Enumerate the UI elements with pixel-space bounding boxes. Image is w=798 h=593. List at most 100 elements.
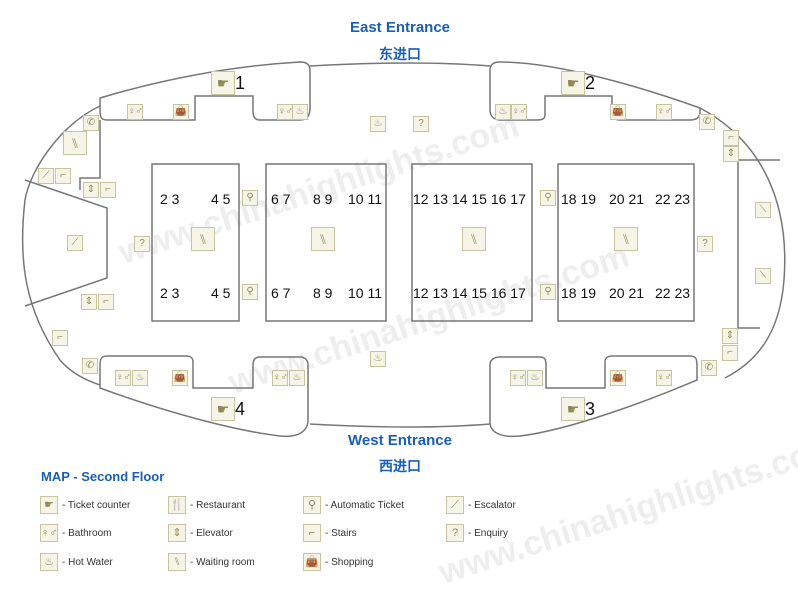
legend-label: - Shopping [325, 556, 374, 568]
enquiry-icon: ? [413, 116, 429, 132]
hot-water-icon: ♨ [40, 553, 58, 571]
west-entrance-label: West Entrance [348, 432, 452, 449]
ticket-counter-number: 4 [235, 399, 246, 419]
phone-icon: ✆ [701, 360, 717, 376]
bathroom-icon: ♀♂ [277, 104, 293, 120]
phone-icon: ✆ [83, 115, 99, 131]
bathroom-icon: ♀♂ [510, 370, 526, 386]
waiting-room-icon: ⑊ [311, 227, 335, 251]
gate-numbers: 8 9 [313, 191, 333, 207]
ticket-counter-icon: ☛ [211, 397, 235, 421]
waiting-room-icon: ⑊ [462, 227, 486, 251]
stairs-icon: ⌐ [98, 294, 114, 310]
hot-water-icon: ♨ [370, 351, 386, 367]
gate-numbers: 4 5 [211, 285, 231, 301]
bathroom-icon: ♀♂ [115, 370, 131, 386]
gate-numbers: 12 13 14 15 16 17 [413, 191, 526, 207]
legend-label: - Hot Water [62, 556, 113, 568]
gate-numbers: 22 23 [655, 191, 691, 207]
stairs-icon: ⌐ [52, 330, 68, 346]
elevator-icon: ⇕ [722, 328, 738, 344]
legend-label: - Escalator [468, 499, 516, 511]
ticket-counter-icon: ☛ [40, 496, 58, 514]
legend-label: - Elevator [190, 527, 233, 539]
escalator-icon: ⟋ [446, 496, 464, 514]
ticket-counter-icon: ☛ [561, 397, 585, 421]
legend-label: - Ticket counter [62, 499, 131, 511]
enquiry-icon: ? [134, 236, 150, 252]
gate-numbers: 18 19 [561, 191, 597, 207]
automatic-ticket-icon: ⚲ [540, 190, 556, 206]
gate-numbers: 10 11 [348, 285, 382, 301]
gate-numbers: 2 3 [160, 191, 180, 207]
phone-icon: ✆ [82, 358, 98, 374]
bathroom-icon: ♀♂ [656, 104, 672, 120]
legend-label: - Waiting room [190, 556, 255, 568]
bathroom-icon: ♀♂ [127, 104, 143, 120]
gate-numbers: 6 7 [271, 285, 291, 301]
enquiry-icon: ? [446, 524, 464, 542]
elevator-icon: ⇕ [168, 524, 186, 542]
legend-label: - Bathroom [62, 527, 112, 539]
escalator-icon: ⟍ [755, 268, 771, 284]
automatic-ticket-icon: ⚲ [303, 496, 321, 514]
bathroom-icon: ♀♂ [511, 104, 527, 120]
hot-water-icon: ♨ [495, 104, 511, 120]
gate-numbers: 6 7 [271, 191, 291, 207]
ticket-counter-number: 2 [585, 73, 596, 93]
gate-numbers: 22 23 [655, 285, 691, 301]
gate-numbers: 20 21 [609, 191, 645, 207]
legend-item: ⚲ - Automatic Ticket [303, 496, 404, 514]
stairs-icon: ⌐ [723, 130, 739, 146]
legend-item: 👜 - Shopping [303, 553, 373, 571]
bathroom-icon: ♀♂ [40, 524, 58, 542]
shopping-icon: 👜 [172, 370, 188, 386]
waiting-room-icon: ⑊ [168, 553, 186, 571]
legend-item: 🍴- Restaurant [168, 496, 245, 514]
automatic-ticket-icon: ⚲ [242, 190, 258, 206]
elevator-icon: ⇕ [723, 146, 739, 162]
shopping-icon: 👜 [610, 370, 626, 386]
legend-item: ⑊ - Waiting room [168, 553, 255, 571]
stairs-icon: ⌐ [722, 345, 738, 361]
automatic-ticket-icon: ⚲ [242, 284, 258, 300]
gate-numbers: 20 21 [609, 285, 645, 301]
ticket-counter-number: 3 [585, 399, 596, 419]
waiting-room-icon: ⑊ [191, 227, 215, 251]
stairs-icon: ⌐ [55, 168, 71, 184]
legend-label: - Enquiry [468, 527, 509, 539]
ticket-counter-icon: ☛ [211, 71, 235, 95]
escalator-icon: ⟋ [67, 235, 83, 251]
legend-item: ♀♂ - Bathroom [40, 524, 111, 542]
shopping-icon: 👜 [303, 553, 321, 571]
hot-water-icon: ♨ [132, 370, 148, 386]
gate-numbers: 8 9 [313, 285, 333, 301]
legend-label: - Automatic Ticket [325, 499, 404, 511]
gate-numbers: 18 19 [561, 285, 597, 301]
elevator-icon: ⇕ [83, 182, 99, 198]
escalator-icon: ⟋ [38, 168, 54, 184]
ticket-counter-icon: ☛ [561, 71, 585, 95]
east-entrance-label-cn: 东进口 [379, 47, 421, 63]
legend-label: - Restaurant [190, 499, 246, 511]
east-entrance-label: East Entrance [349, 19, 451, 36]
shopping-icon: 👜 [173, 104, 189, 120]
legend-item: ☛ - Ticket counter [40, 496, 130, 514]
shopping-icon: 👜 [610, 104, 626, 120]
elevator-icon: ⇕ [81, 294, 97, 310]
bathroom-icon: ♀♂ [272, 370, 288, 386]
hot-water-icon: ♨ [527, 370, 543, 386]
phone-icon: ✆ [699, 114, 715, 130]
legend-title: MAP - Second Floor [41, 469, 165, 484]
legend-item: ⟋ - Escalator [446, 496, 516, 514]
legend-item: ? - Enquiry [446, 524, 508, 542]
stairs-icon: ⌐ [100, 182, 116, 198]
legend-item: ⇕ - Elevator [168, 524, 233, 542]
gate-numbers: 4 5 [211, 191, 231, 207]
bathroom-icon: ♀♂ [656, 370, 672, 386]
escalator-icon: ⟍ [755, 202, 771, 218]
hot-water-icon: ♨ [289, 370, 305, 386]
west-entrance-label-cn: 西进口 [379, 459, 421, 475]
stairs-icon: ⌐ [303, 524, 321, 542]
